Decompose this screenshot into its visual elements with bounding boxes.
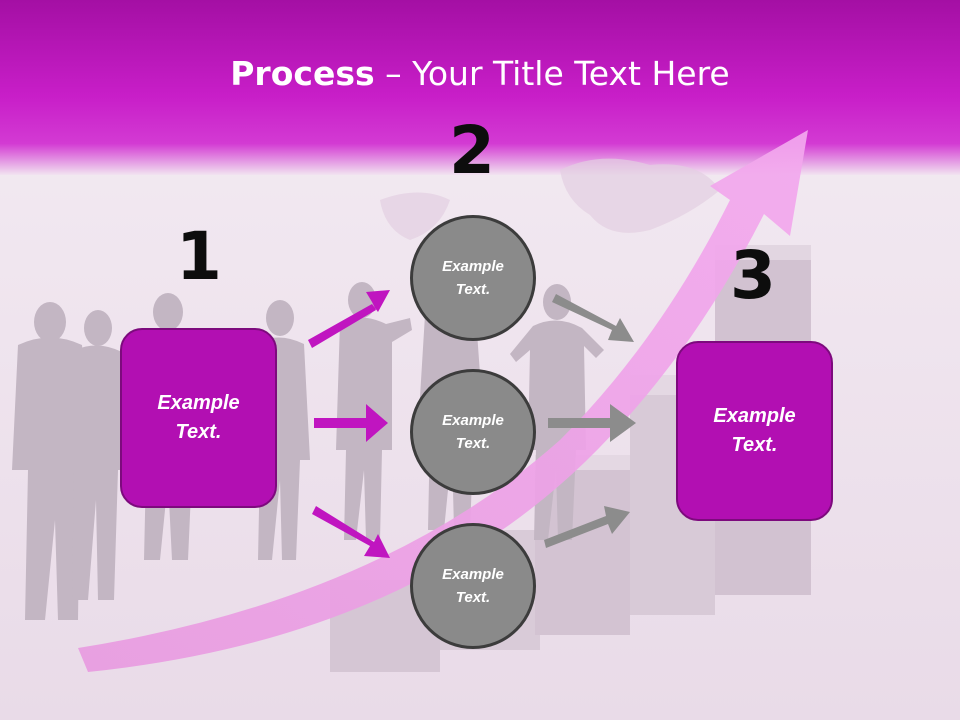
slide-title: Process – Your Title Text Here bbox=[0, 52, 960, 96]
arrows-to-circles bbox=[308, 290, 390, 558]
step-2-circle-bottom[interactable]: Example Text. bbox=[410, 523, 536, 649]
step-3-box[interactable]: Example Text. bbox=[676, 341, 833, 521]
step-1-number: 1 bbox=[176, 218, 222, 295]
title-bold: Process bbox=[230, 54, 375, 93]
title-rest: – Your Title Text Here bbox=[374, 54, 730, 93]
step-3-number: 3 bbox=[730, 237, 776, 314]
circle-bottom-text: Example Text. bbox=[442, 566, 504, 606]
step-1-text: Example Text. bbox=[157, 392, 240, 443]
circle-middle-text: Example Text. bbox=[442, 412, 504, 452]
step-3-text: Example Text. bbox=[713, 405, 796, 456]
arrows-to-box-3 bbox=[544, 294, 636, 548]
world-map-shape bbox=[380, 158, 720, 240]
step-2-number: 2 bbox=[449, 112, 495, 189]
circle-top-text: Example Text. bbox=[442, 258, 504, 298]
step-2-circle-middle[interactable]: Example Text. bbox=[410, 369, 536, 495]
step-1-box[interactable]: Example Text. bbox=[120, 328, 277, 508]
step-2-circle-top[interactable]: Example Text. bbox=[410, 215, 536, 341]
